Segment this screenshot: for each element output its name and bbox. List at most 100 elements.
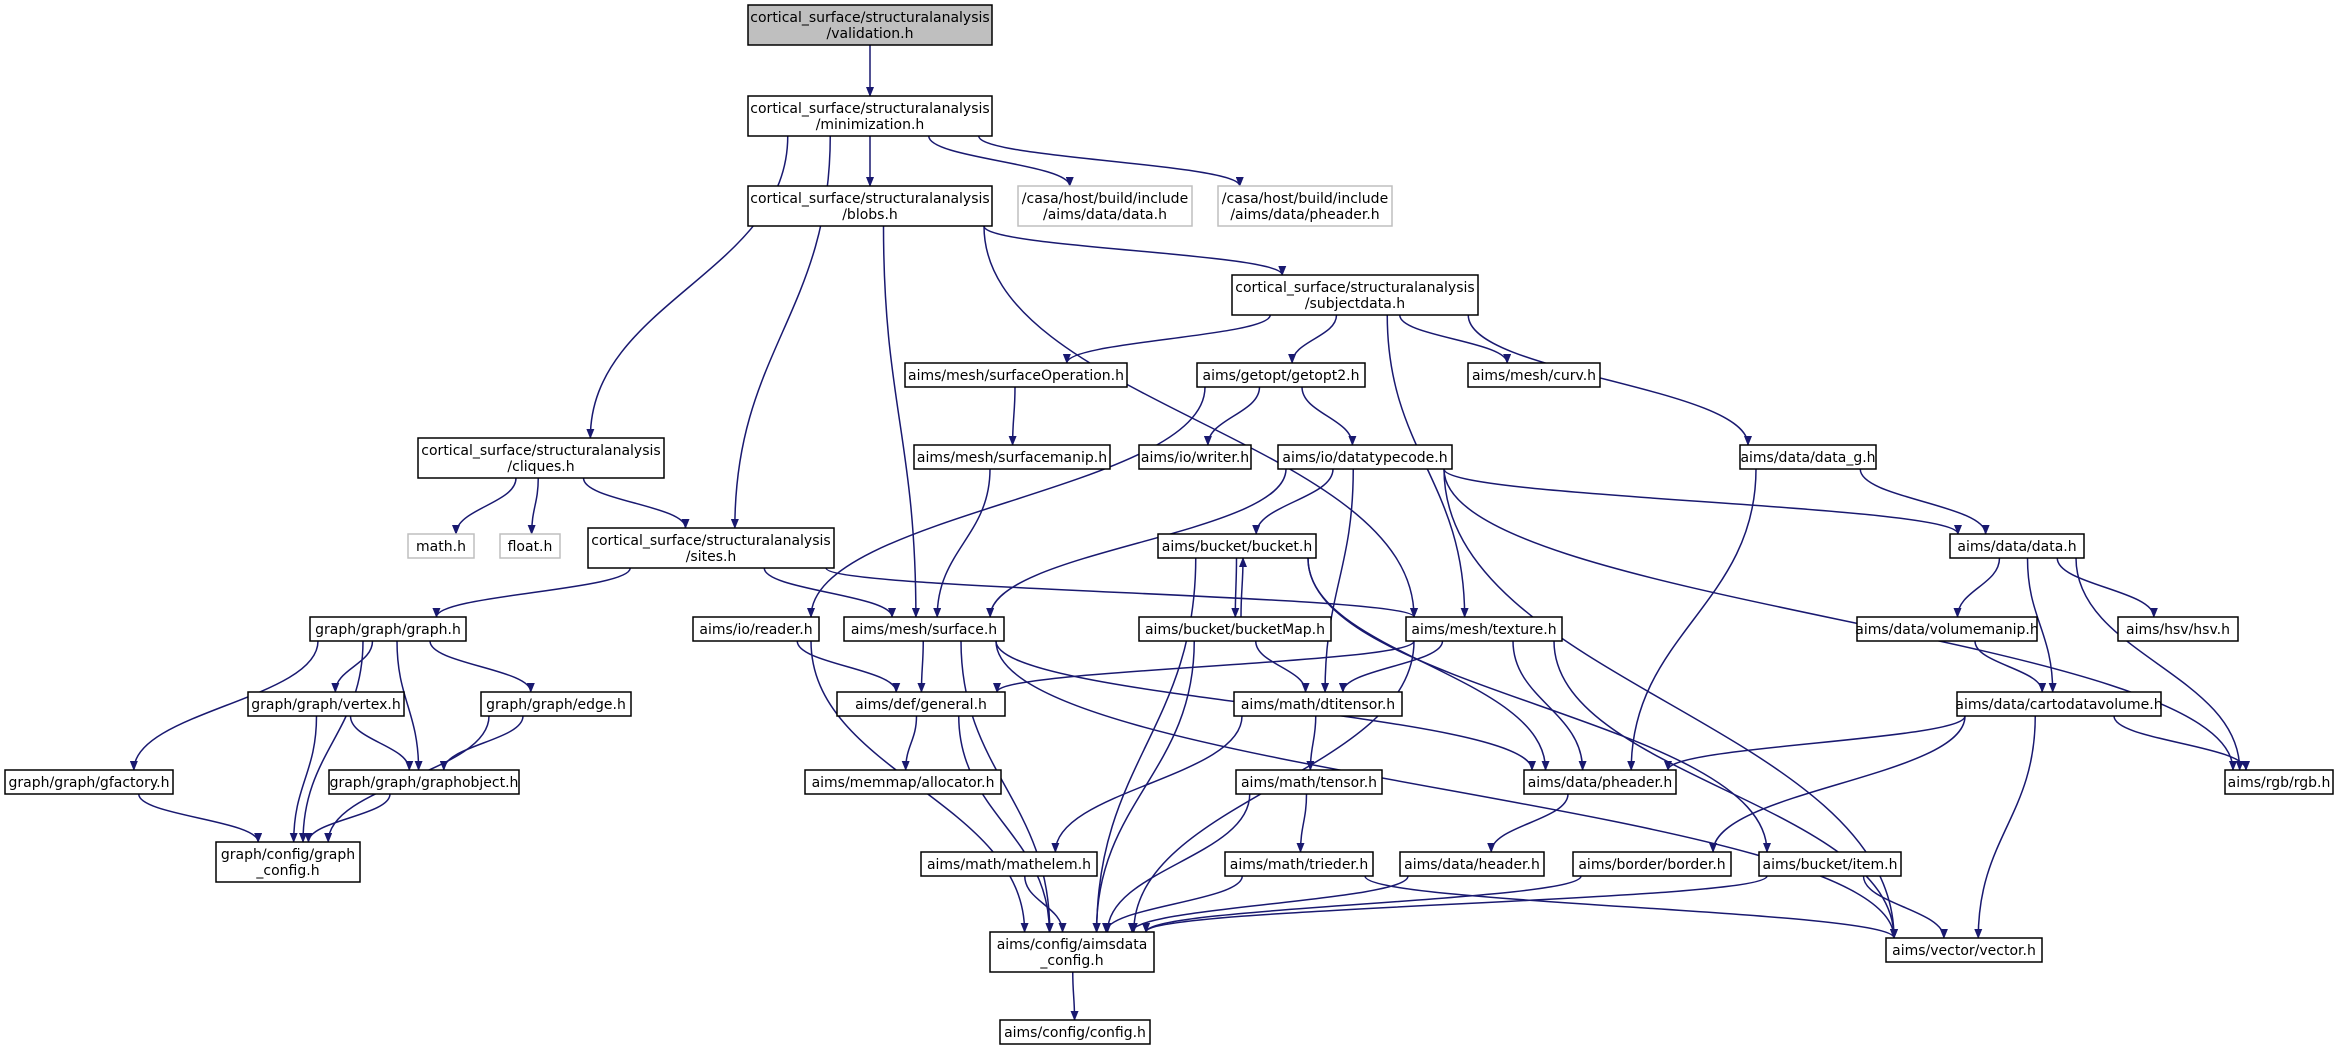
node-writer[interactable]: aims/io/writer.h (1138, 444, 1252, 470)
node-header[interactable]: aims/data/header.h (1399, 851, 1545, 877)
node-label-subjectdata-line-1: /subjectdata.h (1305, 296, 1405, 312)
node-box-texture (1405, 616, 1563, 642)
node-data[interactable]: aims/data/data.h (1949, 533, 2085, 559)
edge-data-to-rgb (2075, 557, 2244, 771)
edge-dtitensor-to-tensor (1306, 715, 1317, 771)
node-datatypecode[interactable]: aims/io/datatypecode.h (1277, 444, 1453, 470)
dependency-edge (1321, 468, 1354, 693)
dependency-edge (1142, 875, 1768, 933)
node-sites[interactable]: cortical_surface/structuralanalysis/site… (587, 527, 835, 569)
node-box-item (1758, 851, 1902, 877)
edge-gfactory-to-graph_config (138, 793, 263, 843)
node-label-casa_pheader-line-1: /aims/data/pheader.h (1230, 207, 1379, 223)
node-validation[interactable]: cortical_surface/structuralanalysis/vali… (747, 4, 993, 46)
dependency-edge (1443, 468, 1962, 535)
node-box-blobs (747, 185, 993, 227)
node-item[interactable]: aims/bucket/item.h (1758, 851, 1902, 877)
dependency-edge (993, 640, 1415, 693)
node-surfaceOperation[interactable]: aims/mesh/surfaceOperation.h (904, 362, 1128, 388)
node-math: math.h (407, 533, 475, 559)
dependency-edge (289, 715, 318, 843)
node-box-general (836, 691, 1006, 717)
edge-cliques-to-float (527, 477, 539, 535)
node-label-subjectdata-line-0: cortical_surface/structuralanalysis (1235, 280, 1474, 296)
edge-subjectdata-to-surfaceOperation (1062, 314, 1271, 364)
node-reader[interactable]: aims/io/reader.h (692, 616, 820, 642)
node-aimsdata_config[interactable]: aims/config/aimsdata_config.h (989, 931, 1155, 973)
edge-cliques-to-sites (582, 477, 690, 529)
node-graph_config[interactable]: graph/config/graph_config.h (215, 841, 361, 883)
node-surface[interactable]: aims/mesh/surface.h (843, 616, 1005, 642)
dependency-edge (1103, 793, 1251, 933)
node-texture[interactable]: aims/mesh/texture.h (1405, 616, 1563, 642)
node-box-math (407, 533, 475, 559)
edge-sites-to-graph (432, 567, 631, 618)
node-blobs[interactable]: cortical_surface/structuralanalysis/blob… (747, 185, 993, 227)
dependency-edge (1512, 640, 1587, 771)
node-config[interactable]: aims/config/config.h (999, 1019, 1151, 1045)
node-cartodatavolume[interactable]: aims/data/cartodatavolume.h (1955, 691, 2163, 717)
dependency-edge (983, 225, 1418, 618)
node-box-cliques (417, 437, 665, 479)
node-vertex[interactable]: graph/graph/vertex.h (247, 691, 405, 717)
node-hsv[interactable]: aims/hsv/hsv.h (2117, 616, 2239, 642)
node-bucket[interactable]: aims/bucket/bucket.h (1157, 533, 1317, 559)
node-pheader[interactable]: aims/data/pheader.h (1523, 769, 1677, 795)
node-box-rgb (2224, 769, 2334, 795)
dependency-edge (1553, 640, 1898, 939)
dependency-edge (1627, 468, 1757, 771)
node-minimization[interactable]: cortical_surface/structuralanalysis/mini… (747, 95, 993, 137)
node-edge[interactable]: graph/graph/edge.h (480, 691, 632, 717)
node-box-dtitensor (1233, 691, 1403, 717)
node-label-volumemanip-line-0: aims/data/volumemanip.h (1855, 622, 2038, 638)
edge-tensor-to-trieder (1296, 793, 1308, 853)
dependency-edge (1709, 715, 1966, 853)
dependency-edge (1255, 640, 1310, 693)
node-label-casa_data-line-0: /casa/host/build/include (1022, 191, 1188, 207)
node-border[interactable]: aims/border/border.h (1572, 851, 1732, 877)
node-bucketMap[interactable]: aims/bucket/bucketMap.h (1138, 616, 1332, 642)
node-box-bucket (1157, 533, 1317, 559)
node-label-sites-line-0: cortical_surface/structuralanalysis (591, 533, 830, 549)
node-label-trieder-line-0: aims/math/trieder.h (1230, 857, 1368, 873)
edge-blobs-to-texture (983, 225, 1418, 618)
dependency-edge (1142, 875, 1582, 933)
edge-item-to-aimsdata_config (1142, 875, 1768, 933)
node-allocator[interactable]: aims/memmap/allocator.h (804, 769, 1002, 795)
node-rgb[interactable]: aims/rgb/rgb.h (2224, 769, 2334, 795)
node-curv[interactable]: aims/mesh/curv.h (1467, 362, 1601, 388)
edge-sites-to-texture (825, 567, 1418, 618)
node-getopt2[interactable]: aims/getopt/getopt2.h (1196, 362, 1366, 388)
node-surfacemanip[interactable]: aims/mesh/surfacemanip.h (913, 444, 1111, 470)
node-label-math-line-0: math.h (416, 539, 466, 555)
node-label-graphobject-line-0: graph/graph/graphobject.h (330, 775, 519, 791)
node-box-bucketMap (1138, 616, 1332, 642)
node-gfactory[interactable]: graph/graph/gfactory.h (4, 769, 174, 795)
dependency-edge (2075, 557, 2244, 771)
node-dtitensor[interactable]: aims/math/dtitensor.h (1233, 691, 1403, 717)
dependency-edge (960, 640, 1054, 933)
node-graphobject[interactable]: graph/graph/graphobject.h (328, 769, 520, 795)
node-graph[interactable]: graph/graph/graph.h (309, 616, 467, 642)
node-volumemanip[interactable]: aims/data/volumemanip.h (1855, 616, 2039, 642)
node-tensor[interactable]: aims/math/tensor.h (1235, 769, 1383, 795)
node-box-border (1572, 851, 1732, 877)
node-vector[interactable]: aims/vector/vector.h (1885, 937, 2043, 963)
dependency-edge (129, 640, 319, 771)
node-mathelem[interactable]: aims/math/mathelem.h (920, 851, 1098, 877)
node-label-surfaceOperation-line-0: aims/mesh/surfaceOperation.h (908, 368, 1124, 384)
node-data_g[interactable]: aims/data/data_g.h (1739, 444, 1877, 470)
node-cliques[interactable]: cortical_surface/structuralanalysis/cliq… (417, 437, 665, 479)
node-label-general-line-0: aims/def/general.h (855, 697, 987, 713)
edge-pheader-to-header (1487, 793, 1569, 853)
dependency-edge (1467, 314, 1752, 446)
node-trieder[interactable]: aims/math/trieder.h (1224, 851, 1374, 877)
dependency-edge (995, 640, 1898, 939)
edge-sites-to-surface (763, 567, 896, 618)
edge-dtitensor-to-mathelem (1051, 715, 1243, 853)
edge-cartodatavolume-to-pheader (1664, 715, 1966, 771)
node-subjectdata[interactable]: cortical_surface/structuralanalysis/subj… (1231, 274, 1479, 316)
dependency-edge (928, 135, 1074, 187)
node-general[interactable]: aims/def/general.h (836, 691, 1006, 717)
